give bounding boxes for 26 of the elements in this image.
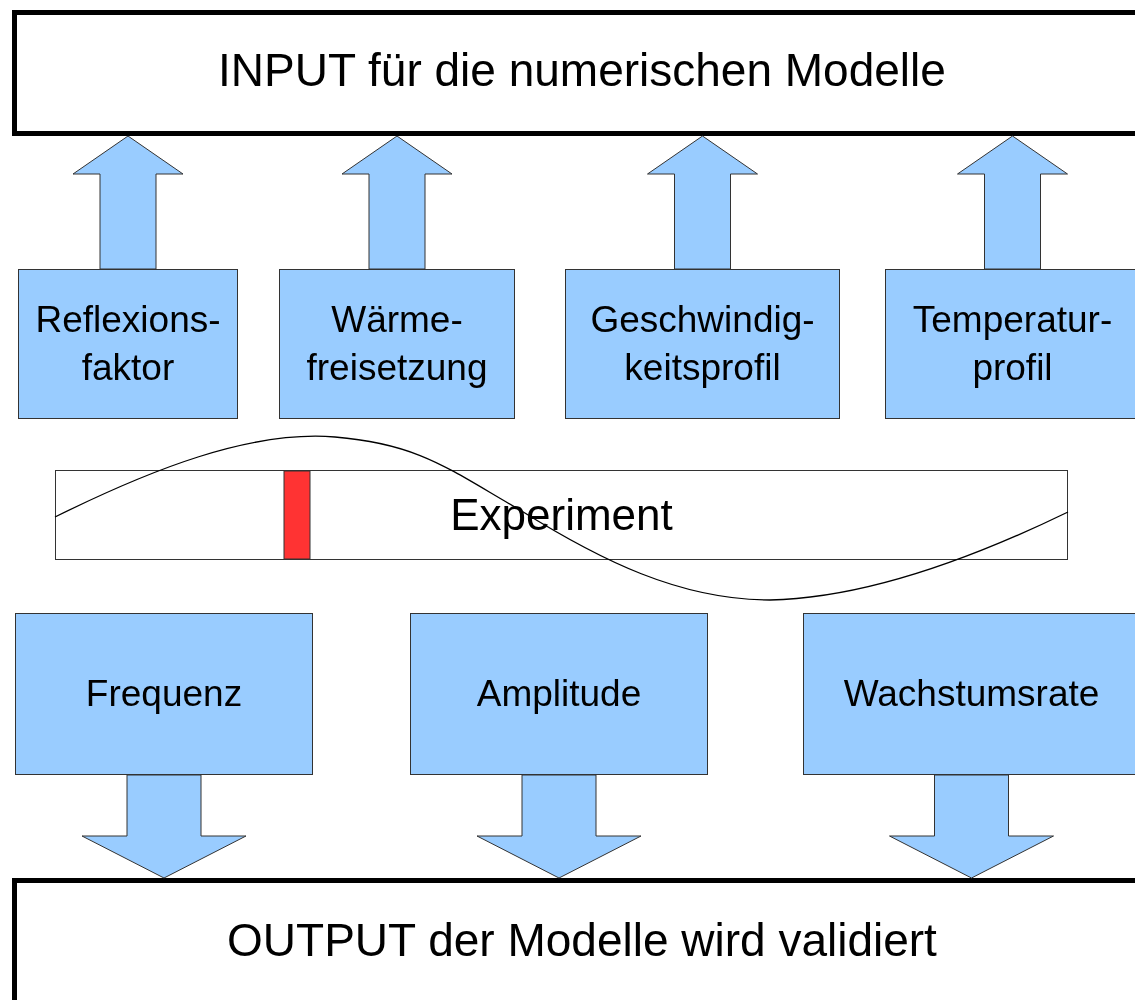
block-arrow: [957, 135, 1068, 270]
box-label: Temperatur- profil: [911, 297, 1114, 390]
block-arrow: [72, 135, 184, 270]
result-box: [803, 613, 1135, 775]
box-label: Frequenz: [85, 671, 243, 716]
block-arrow: [81, 774, 247, 879]
result-box: [410, 613, 708, 775]
box-label: Wachstumsrate: [843, 671, 1100, 716]
result-box: [15, 613, 313, 775]
header-box: [12, 10, 1135, 136]
box-label: Reflexions- faktor: [34, 297, 222, 390]
parameter-box: [885, 269, 1135, 419]
block-arrow: [647, 135, 758, 270]
box-label: Amplitude: [476, 671, 642, 716]
block-arrow: [341, 135, 453, 270]
parameter-box: [279, 269, 515, 419]
parameter-box: [565, 269, 840, 419]
parameter-box: [18, 269, 238, 419]
heading-text: INPUT für die numerischen Modelle: [218, 43, 946, 97]
experiment-bar: [55, 470, 1068, 560]
block-arrow: [476, 774, 642, 879]
block-arrow: [889, 774, 1054, 879]
footer-box: [12, 878, 1135, 1000]
box-label: Wärme- freisetzung: [305, 297, 489, 390]
box-label: Geschwindig- keitsprofil: [589, 297, 816, 390]
heading-text: OUTPUT der Modelle wird validiert: [227, 913, 937, 967]
